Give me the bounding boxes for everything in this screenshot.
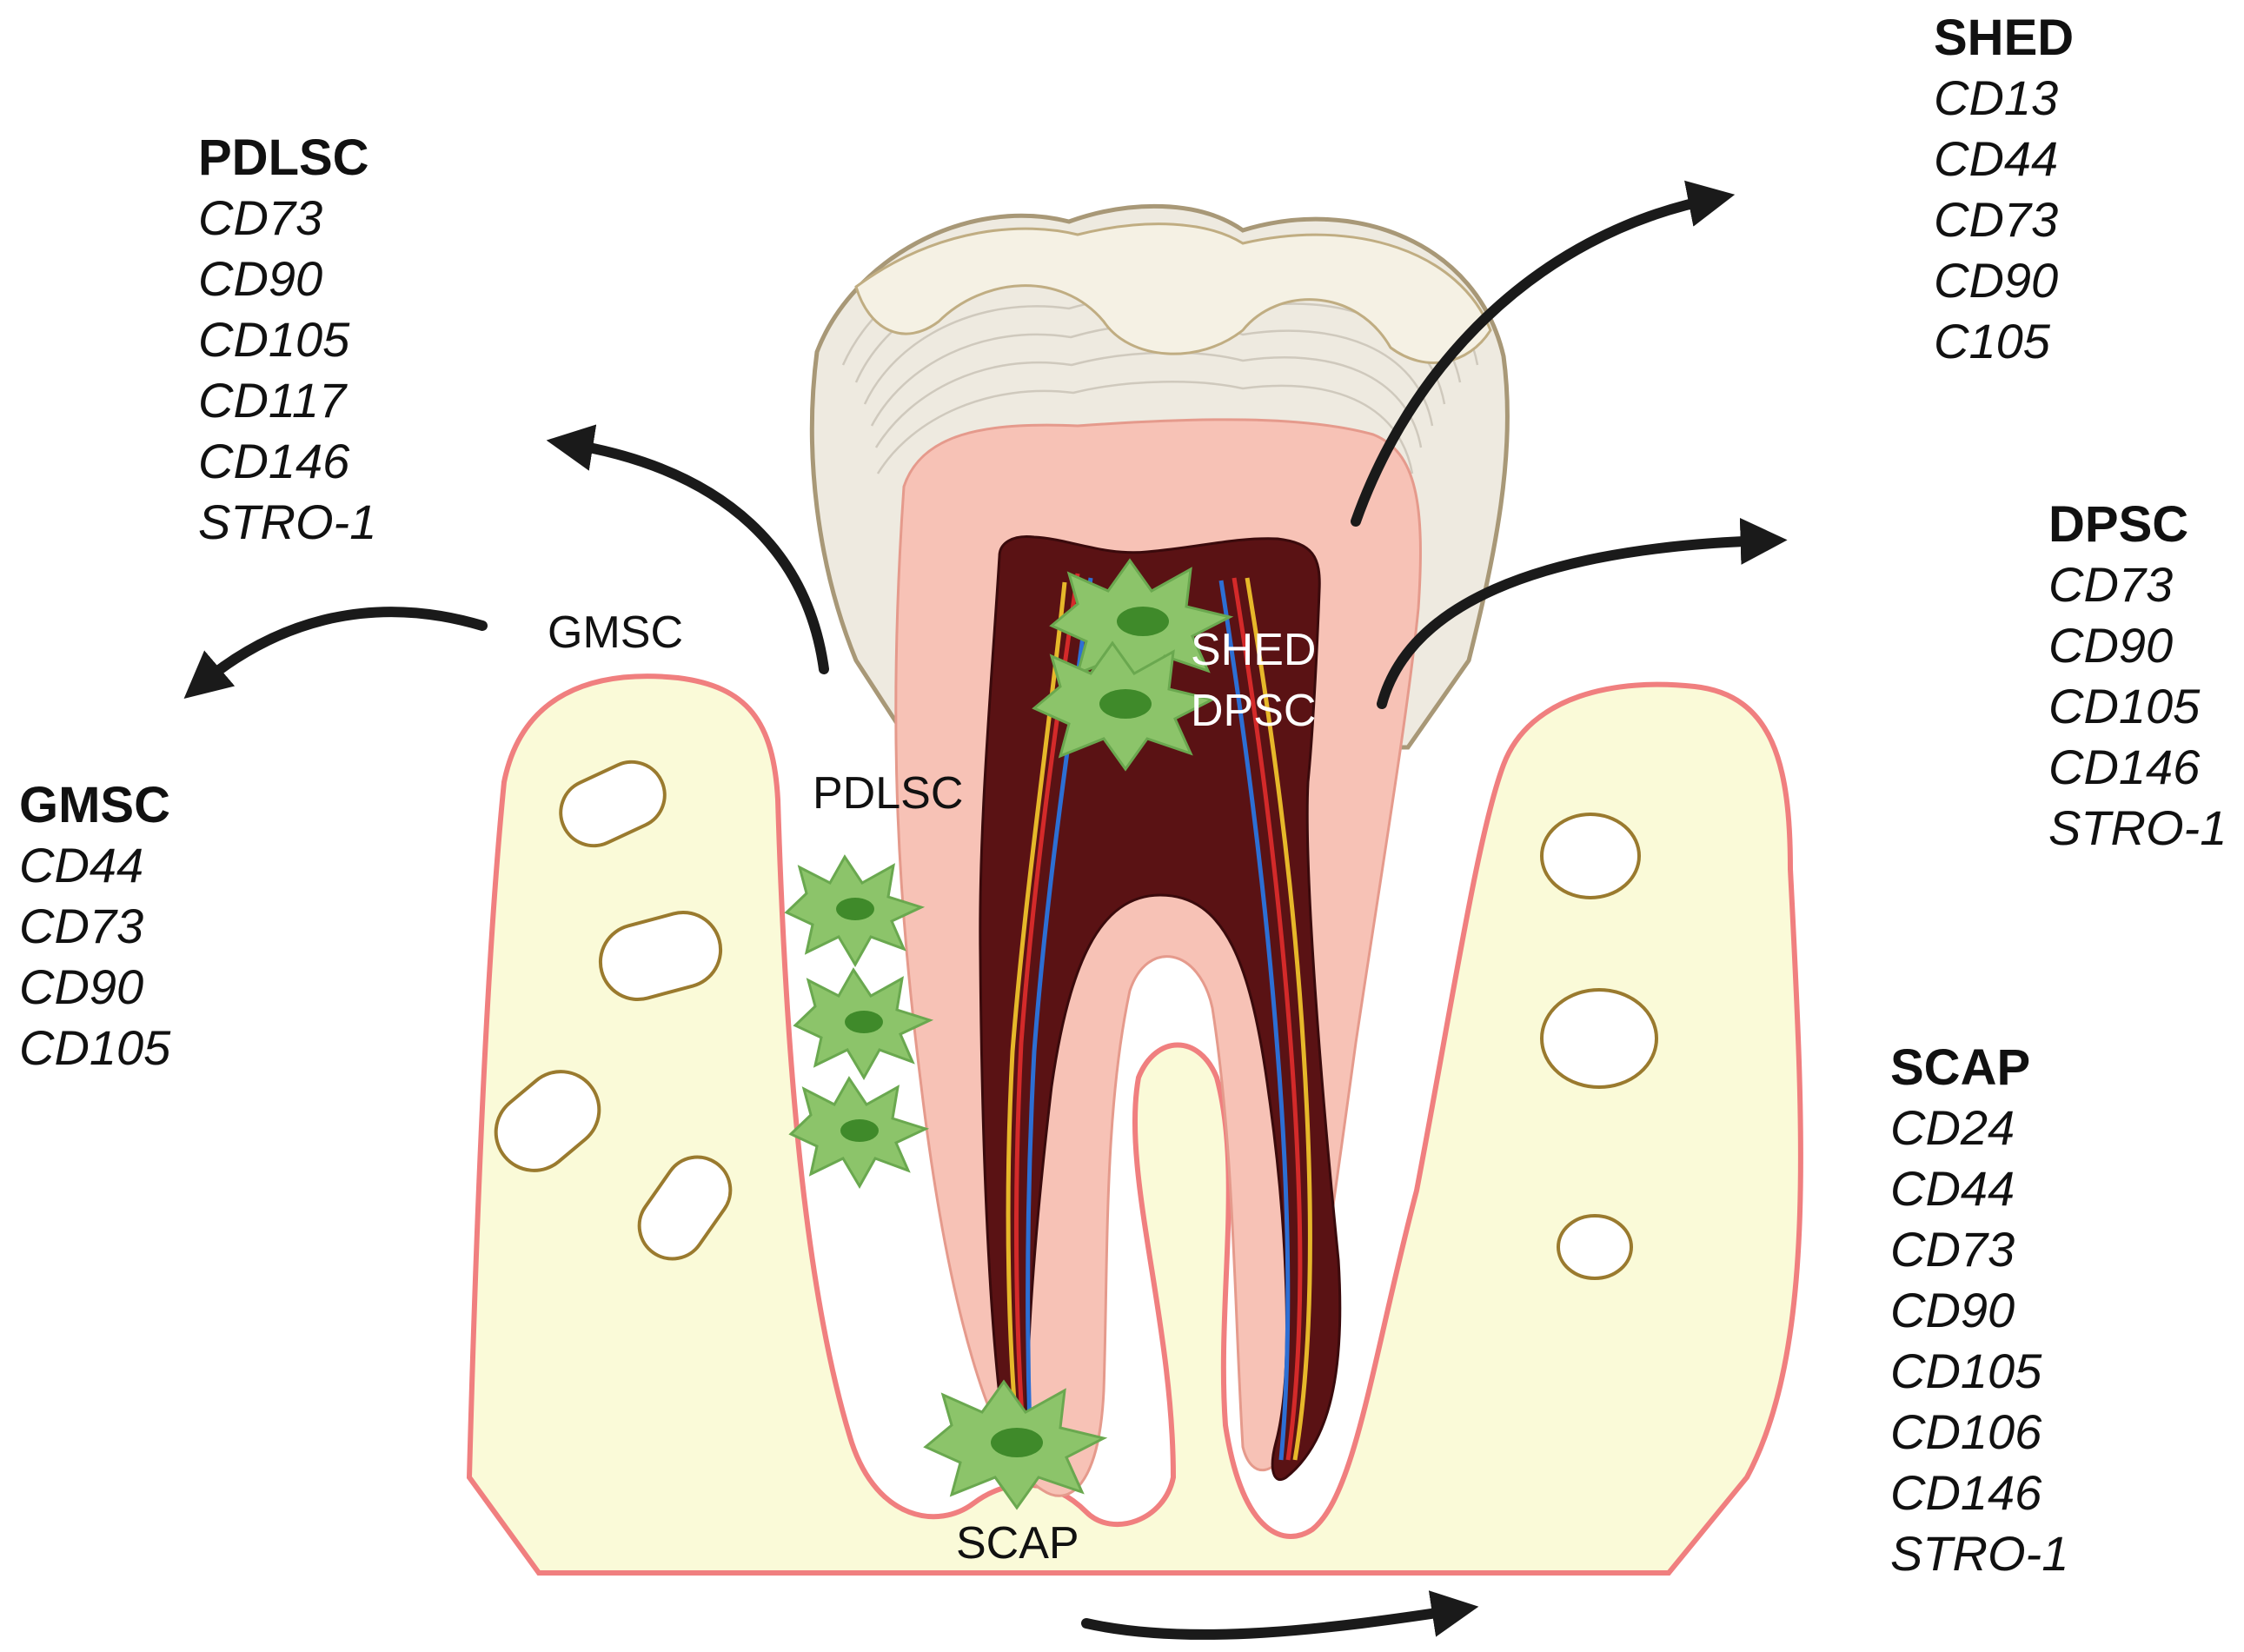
marker-item: CD44	[19, 838, 144, 892]
stem-cell-pdlsc	[784, 854, 926, 967]
dpsc-marker-list: CD73 CD90 CD105 CD146 STRO-1	[2048, 554, 2227, 859]
label-pdlsc: PDLSC	[813, 768, 963, 819]
pdlsc-panel-title: PDLSC	[198, 129, 369, 186]
stem-cell-shed	[1049, 558, 1234, 689]
marker-item: CD105	[19, 1020, 171, 1075]
dpsc-panel-title: DPSC	[2048, 496, 2189, 553]
marker-item: CD106	[1890, 1404, 2042, 1459]
marker-item: CD146	[1890, 1465, 2042, 1520]
arrow-to-scap-panel	[1081, 1590, 1479, 1640]
shed-marker-panel: SHED CD13 CD44 CD73 CD90 C105	[1934, 9, 2074, 372]
marker-item: CD90	[1934, 253, 2059, 308]
bone-cavity	[1540, 813, 1641, 899]
bone-cavity	[1540, 988, 1658, 1089]
marker-item: CD90	[1890, 1283, 2015, 1337]
marker-item: CD73	[1890, 1222, 2015, 1277]
bone-cavity	[559, 760, 667, 848]
label-dpsc: DPSC	[1191, 686, 1316, 736]
marker-item: CD117	[198, 373, 347, 428]
marker-item: CD73	[1934, 192, 2059, 247]
marker-item: CD44	[1934, 131, 2059, 186]
marker-item: CD105	[1890, 1343, 2042, 1398]
migration-arrows	[183, 180, 1788, 1640]
scap-marker-panel: SCAP CD24 CD44 CD73 CD90 CD105 CD106 CD1…	[1890, 1038, 2068, 1584]
dpsc-marker-panel: DPSC CD73 CD90 CD105 CD146 STRO-1	[2048, 495, 2227, 859]
label-shed: SHED	[1191, 625, 1316, 675]
marker-item: CD90	[19, 959, 144, 1014]
marker-item: CD73	[198, 190, 323, 245]
marker-item: CD105	[198, 312, 350, 367]
label-scap: SCAP	[956, 1518, 1079, 1569]
pdlsc-marker-panel: PDLSC CD73 CD90 CD105 CD117 CD146 STRO-1	[198, 129, 376, 553]
scap-panel-title: SCAP	[1890, 1039, 2031, 1096]
marker-item: CD90	[2048, 618, 2174, 673]
bone-cavities	[494, 760, 1658, 1280]
marker-item: CD146	[198, 434, 350, 488]
pdlsc-marker-list: CD73 CD90 CD105 CD117 CD146 STRO-1	[198, 188, 376, 553]
stem-cells	[784, 558, 1234, 1510]
alveolar-bone	[466, 673, 1803, 1576]
arrow-to-gmsc-panel	[183, 607, 488, 700]
bone-cavity	[1557, 1214, 1633, 1280]
marker-item: CD105	[2048, 679, 2201, 733]
marker-item: STRO-1	[198, 494, 377, 549]
gmsc-marker-list: CD44 CD73 CD90 CD105	[19, 835, 170, 1078]
marker-item: CD44	[1890, 1161, 2015, 1216]
stem-cell-dpsc	[1032, 640, 1217, 772]
marker-item: CD13	[1934, 70, 2059, 125]
marker-item: CD90	[198, 251, 323, 306]
arrow-to-dpsc-panel	[1377, 517, 1788, 709]
marker-item: CD146	[2048, 740, 2201, 794]
arrow-to-pdlsc-panel	[546, 424, 829, 674]
arrow-to-shed-panel	[1351, 180, 1736, 527]
marker-item: CD73	[19, 899, 144, 953]
gmsc-marker-panel: GMSC CD44 CD73 CD90 CD105	[19, 776, 170, 1078]
stem-cell-scap	[923, 1379, 1108, 1510]
bone-cavity	[637, 1155, 733, 1261]
label-gmsc: GMSC	[548, 607, 683, 658]
marker-item: CD24	[1890, 1100, 2015, 1155]
marker-item: STRO-1	[2048, 800, 2227, 855]
gmsc-panel-title: GMSC	[19, 777, 170, 833]
scap-marker-list: CD24 CD44 CD73 CD90 CD105 CD106 CD146 ST…	[1890, 1098, 2068, 1584]
bone-cavity	[494, 1070, 601, 1172]
shed-panel-title: SHED	[1934, 10, 2075, 66]
marker-item: C105	[1934, 314, 2050, 368]
marker-item: CD73	[2048, 557, 2174, 612]
marker-item: STRO-1	[1890, 1526, 2069, 1581]
bone-cavity	[598, 911, 723, 1001]
shed-marker-list: CD13 CD44 CD73 CD90 C105	[1934, 68, 2074, 372]
stem-cell-pdlsc	[788, 1076, 930, 1189]
stem-cell-pdlsc	[793, 967, 934, 1080]
